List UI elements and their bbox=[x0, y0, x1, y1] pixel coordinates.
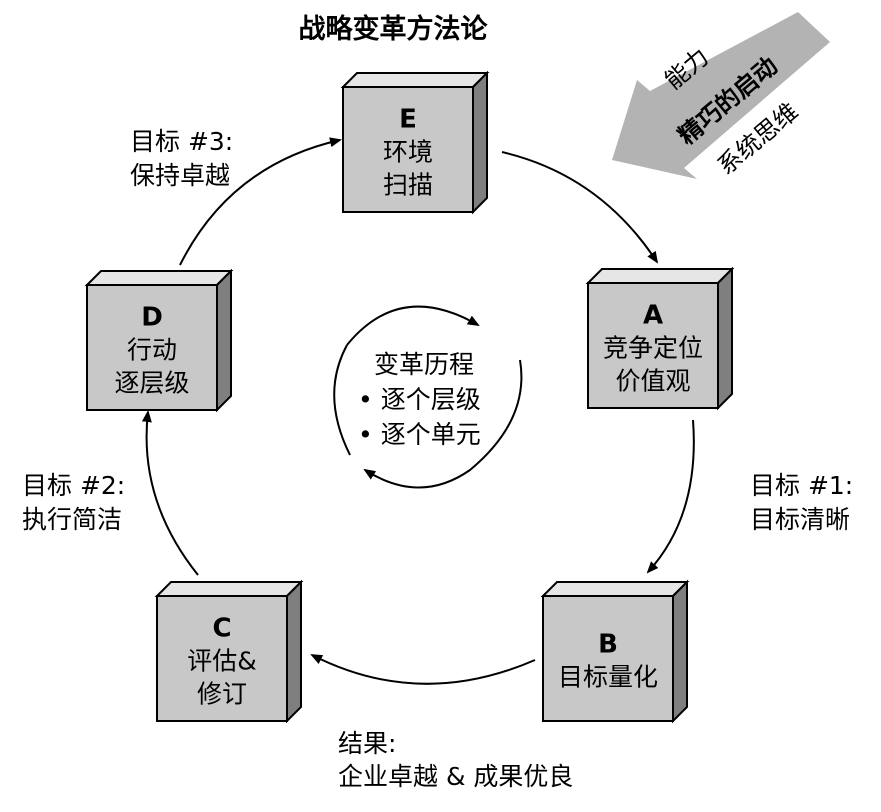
box-label-line: 环境 bbox=[383, 138, 433, 167]
box-letter: D bbox=[141, 303, 163, 333]
box-letter: E bbox=[399, 105, 417, 135]
goal-2-line-2: 执行简洁 bbox=[22, 505, 122, 534]
arrow-c-to-d bbox=[141, 410, 199, 576]
goal-3-line-2: 保持卓越 bbox=[130, 161, 230, 190]
box-label-line: 行动 bbox=[127, 336, 177, 365]
box-front-face bbox=[542, 595, 674, 722]
result-line-2: 企业卓越 & 成果优良 bbox=[338, 762, 573, 791]
box-side-face bbox=[286, 579, 302, 724]
box-top-face bbox=[340, 72, 490, 88]
center-arrow-top bbox=[346, 305, 480, 346]
box-front-face bbox=[342, 86, 474, 213]
arrow-b-to-c bbox=[310, 654, 536, 685]
cycle-arrows bbox=[141, 137, 695, 685]
arrow-e-to-a bbox=[501, 151, 659, 264]
center-arrow-bottom bbox=[363, 359, 523, 489]
box-letter: A bbox=[643, 301, 663, 331]
goal-3-line-1: 目标 #3: bbox=[130, 127, 233, 156]
box-front-face bbox=[156, 595, 288, 722]
box-label-line: 目标量化 bbox=[558, 663, 658, 692]
box-top-face bbox=[154, 581, 304, 597]
box-side-face bbox=[216, 268, 232, 413]
goal-1-line-1: 目标 #1: bbox=[750, 471, 853, 500]
arrow-a-to-b bbox=[646, 419, 695, 574]
center-heading: 变革历程 bbox=[374, 350, 474, 379]
center-item-2: • 逐个单元 bbox=[358, 420, 481, 449]
result-line-1: 结果: bbox=[338, 729, 396, 758]
box-front-face bbox=[587, 282, 719, 409]
box-label-line: 价值观 bbox=[615, 367, 690, 396]
center-cycle bbox=[333, 305, 523, 489]
diagram-title: 战略变革方法论 bbox=[299, 13, 489, 45]
goal-2-line-1: 目标 #2: bbox=[22, 471, 125, 500]
goal-1-line-2: 目标清晰 bbox=[750, 505, 850, 534]
center-arrow-left-stub bbox=[333, 344, 351, 456]
box-letter: C bbox=[212, 614, 231, 644]
stage-box-c: C 评估&修订 bbox=[154, 579, 304, 724]
box-letter: B bbox=[598, 630, 618, 660]
box-top-face bbox=[540, 581, 690, 597]
center-item-1: • 逐个层级 bbox=[358, 385, 481, 414]
banner-arrow-shape bbox=[612, 12, 830, 179]
box-label-line: 评估& bbox=[187, 647, 257, 676]
box-label-line: 逐层级 bbox=[114, 369, 189, 398]
box-top-face bbox=[585, 268, 735, 284]
arrow-d-to-e bbox=[179, 137, 342, 266]
box-label-line: 扫描 bbox=[383, 171, 433, 200]
stage-box-b: B 目标量化 bbox=[540, 579, 690, 724]
box-side-face bbox=[672, 579, 688, 724]
box-label-line: 修订 bbox=[197, 680, 247, 709]
box-front-face bbox=[86, 284, 218, 411]
box-side-face bbox=[717, 266, 733, 411]
box-label-line: 竞争定位 bbox=[603, 334, 703, 363]
capability-arrow: 能力 精巧的启动 系统思维 bbox=[612, 12, 830, 180]
box-top-face bbox=[84, 270, 234, 286]
box-side-face bbox=[472, 70, 488, 215]
